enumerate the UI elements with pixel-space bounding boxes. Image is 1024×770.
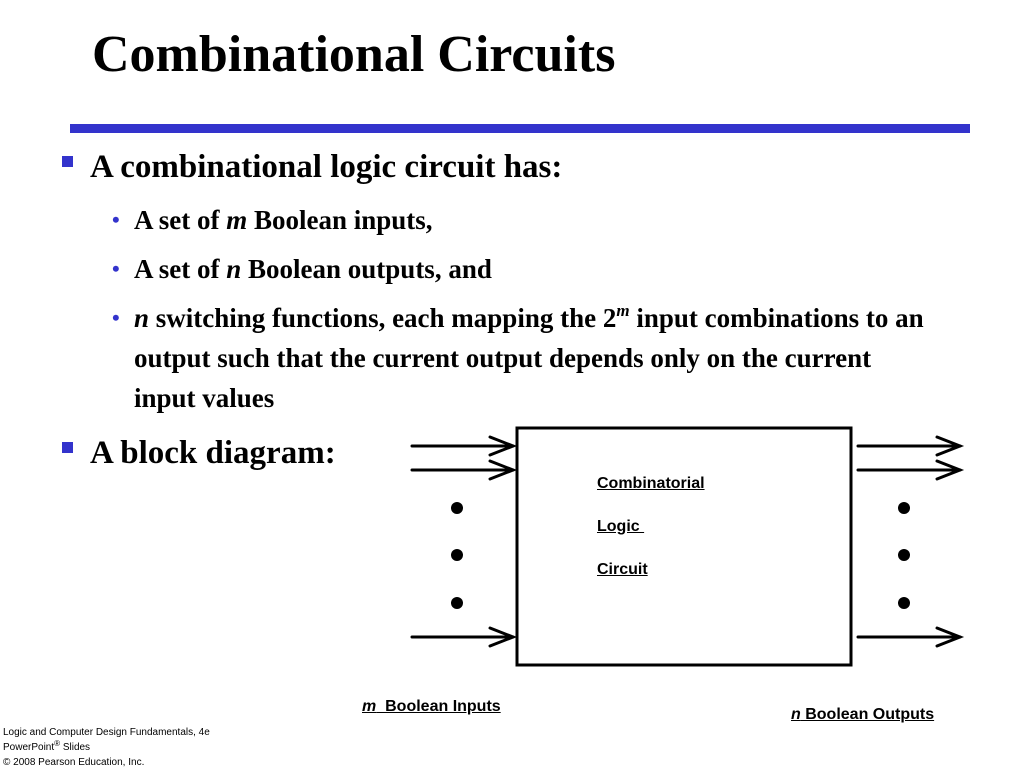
ellipsis-dot <box>898 549 910 561</box>
square-bullet-icon <box>62 442 73 453</box>
output-ellipsis-dots <box>898 502 910 609</box>
box-label-line-1: Combinatorial <box>597 475 705 492</box>
inputs-caption-text: Boolean Inputs <box>376 698 501 715</box>
footer-line-1: Logic and Computer Design Fundamentals, … <box>3 727 210 738</box>
outputs-caption-text: Boolean Outputs <box>800 706 935 723</box>
output-arrow-icon <box>856 435 965 457</box>
footer-slides: Slides <box>60 742 91 753</box>
sub-bullet-inputs: • A set of m Boolean inputs, <box>112 200 932 240</box>
ellipsis-dot <box>898 597 910 609</box>
outputs-caption: n Boolean Outputs <box>791 706 934 724</box>
input-ellipsis-dots <box>451 502 463 609</box>
variable-m: m <box>226 205 248 235</box>
box-label-line-3: Circuit <box>597 561 648 578</box>
variable-n: n <box>134 303 150 333</box>
output-arrows <box>856 435 965 648</box>
circuit-box <box>515 426 853 667</box>
box-label-line-2: Logic <box>597 518 645 535</box>
input-arrow-icon <box>410 459 518 481</box>
ellipsis-dot <box>451 549 463 561</box>
input-arrow-icon <box>410 435 518 457</box>
dot-bullet-icon: • <box>112 305 120 330</box>
bullet-text: A block diagram: <box>90 435 336 471</box>
variable-m: m <box>362 698 377 715</box>
sub-bullet-post: input combinations to an output such tha… <box>134 303 924 413</box>
dot-bullet-icon: • <box>112 207 120 232</box>
ellipsis-dot <box>898 502 910 514</box>
registered-mark: ® <box>54 739 61 748</box>
output-arrow-icon <box>856 626 965 648</box>
sub-bullet-pre: A set of <box>134 205 227 235</box>
variable-n: n <box>226 254 242 284</box>
footer-line-2: PowerPoint® Slides <box>3 740 210 755</box>
title-underline-rule <box>70 124 970 133</box>
sub-bullet-switching-functions: • n switching functions, each mapping th… <box>112 298 932 418</box>
inputs-caption: m Boolean Inputs <box>362 698 501 716</box>
input-arrows <box>410 435 518 648</box>
sub-bullet-pre: switching functions, each mapping the 2 <box>149 303 617 333</box>
bullet-text: A combinational logic circuit has: <box>90 149 563 185</box>
sub-bullet-outputs: • A set of n Boolean outputs, and <box>112 249 932 289</box>
output-arrow-icon <box>856 459 965 481</box>
footer-line-3: © 2008 Pearson Education, Inc. <box>3 757 145 768</box>
variable-n: n <box>791 706 801 723</box>
dot-bullet-icon: • <box>112 256 120 281</box>
square-bullet-icon <box>62 156 73 167</box>
footer-powerpoint: PowerPoint <box>3 742 55 753</box>
slide-footer: Logic and Computer Design Fundamentals, … <box>3 725 210 770</box>
ellipsis-dot <box>451 597 463 609</box>
slide-title: Combinational Circuits <box>92 26 616 83</box>
sub-bullet-pre: A set of <box>134 254 227 284</box>
sub-bullet-post: Boolean outputs, and <box>241 254 492 284</box>
sub-bullet-post: Boolean inputs, <box>247 205 433 235</box>
ellipsis-dot <box>451 502 463 514</box>
input-arrow-icon <box>410 626 518 648</box>
superscript-m: m <box>616 301 630 320</box>
